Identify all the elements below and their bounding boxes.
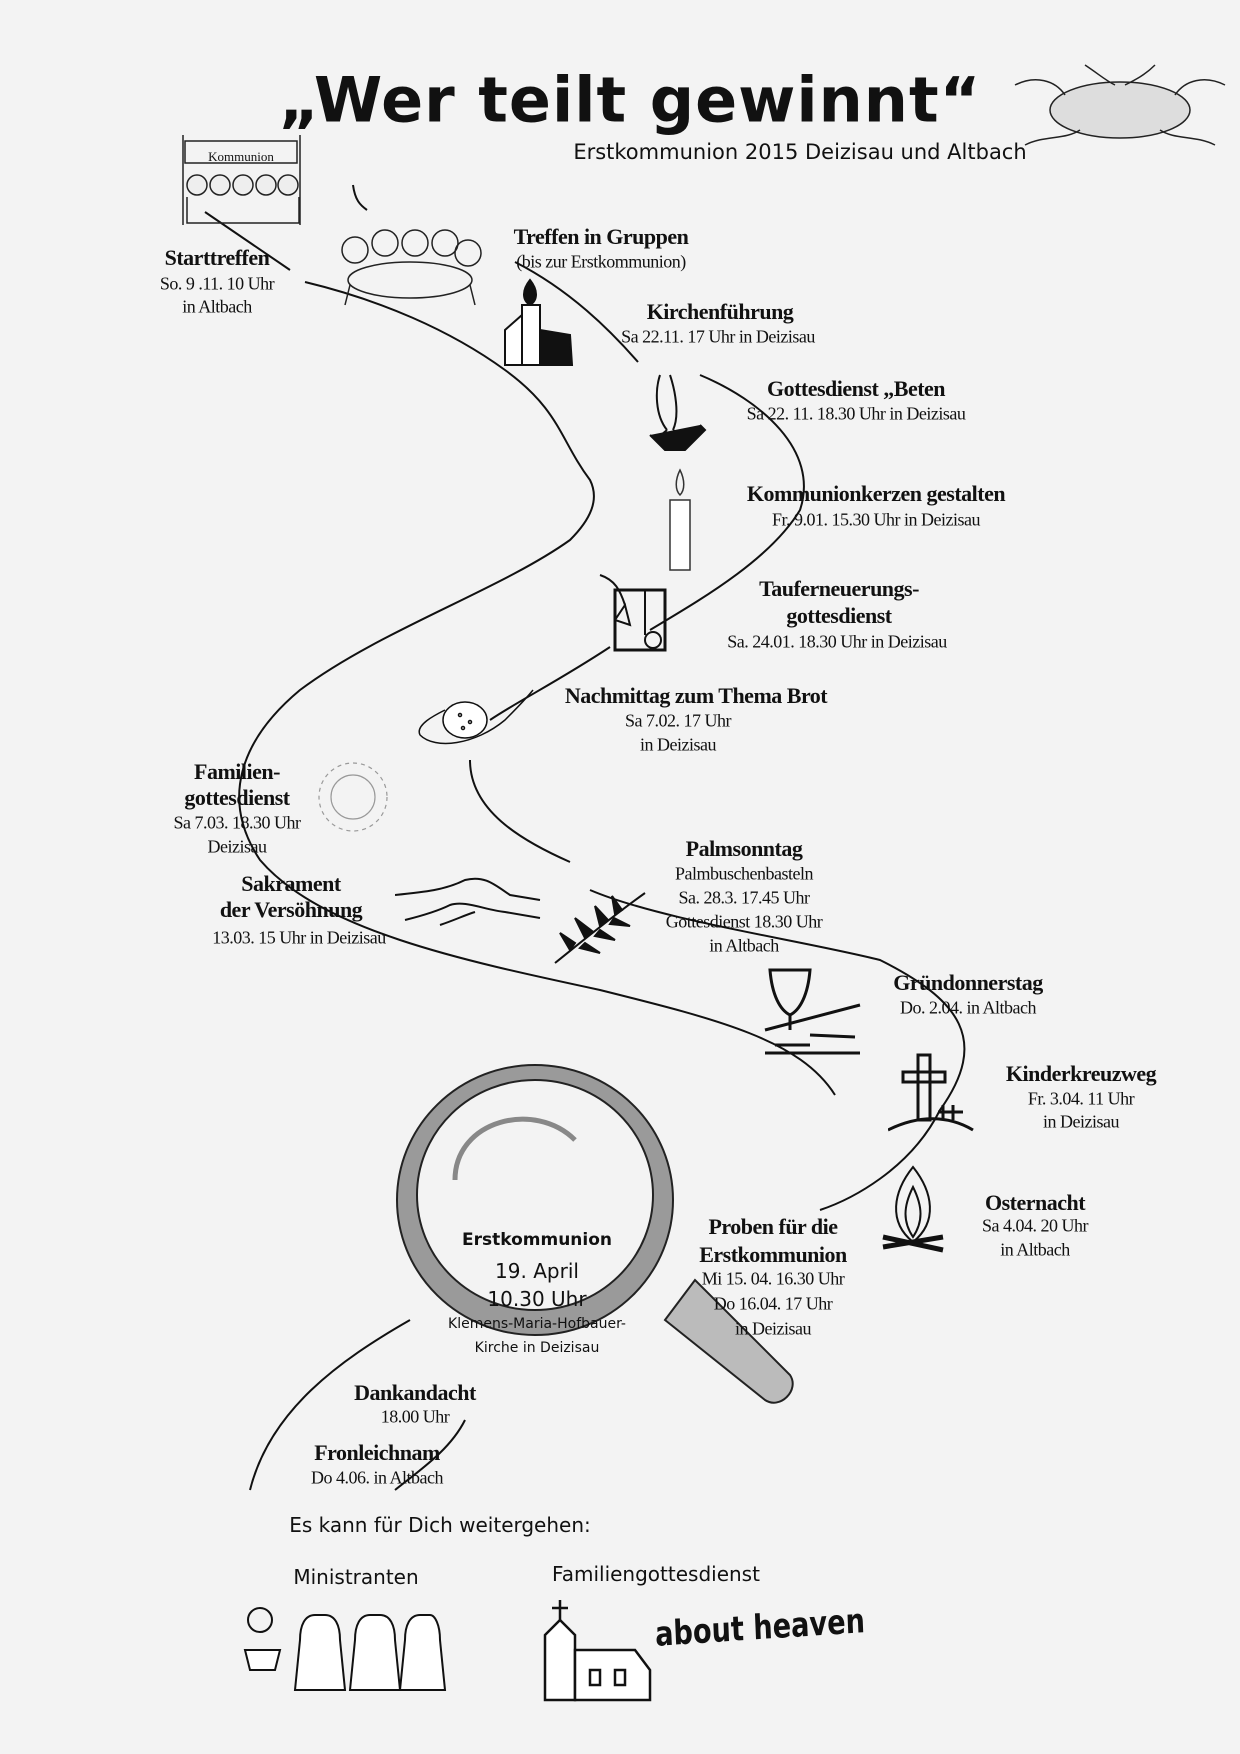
erstkommunion-date: 19. April — [495, 1259, 579, 1283]
event-kirchenfuehrung-title: Kirchenführung — [646, 299, 794, 324]
hands-bread-icon — [1014, 64, 1226, 146]
palm-branch-icon — [554, 892, 646, 964]
event-palm-line-1: Palmbuschenbasteln — [675, 863, 813, 884]
event-starttreffen-place: in Altbach — [182, 296, 252, 317]
event-proben-line-3: in Deizisau — [735, 1318, 811, 1339]
event-brot-title: Nachmittag zum Thema Brot — [564, 683, 828, 708]
event-palm-title: Palmsonntag — [685, 836, 803, 861]
road-line-end — [249, 1319, 466, 1491]
banner-label: Kommunion — [208, 149, 274, 164]
event-proben-line-2: Do 16.04. 17 Uhr — [713, 1293, 833, 1314]
event-kerzen-date: Fr. 9.01. 15.30 Uhr in Deizisau — [772, 509, 980, 530]
baptism-icon — [599, 574, 667, 652]
magnifying-glass-icon — [396, 1064, 794, 1404]
event-dankandacht-title: Dankandacht — [354, 1380, 476, 1405]
event-kirchenfuehrung-date: Sa 22.11. 17 Uhr in Deizisau — [621, 326, 815, 347]
globe-children-icon — [318, 762, 388, 832]
event-gruendonnerstag-date: Do. 2.04. in Altbach — [900, 997, 1037, 1018]
event-tauf-title-1: Tauferneuerungs- — [759, 576, 919, 601]
easter-fire-icon — [882, 1165, 944, 1253]
event-proben-title-2: Erstkommunion — [699, 1242, 847, 1267]
event-osternacht-title: Osternacht — [984, 1190, 1086, 1215]
event-sakrament-title-2: der Versöhnung — [219, 897, 363, 922]
event-osternacht-place: in Altbach — [1000, 1239, 1070, 1260]
footer-familiengottesdienst: Familiengottesdienst — [552, 1562, 760, 1586]
small-church-icon — [543, 1600, 652, 1702]
event-sakrament-title-1: Sakrament — [241, 871, 341, 896]
praying-hands-icon — [649, 374, 707, 451]
event-proben-title-1: Proben für die — [708, 1214, 838, 1239]
cross-hill-icon — [888, 1053, 974, 1132]
church-icon — [504, 278, 574, 366]
event-fronleichnam-title: Fronleichnam — [314, 1440, 440, 1465]
event-palm-line-4: in Altbach — [709, 935, 779, 956]
altar-servers-icon — [243, 1607, 447, 1691]
event-kreuzweg-place: in Deizisau — [1043, 1111, 1119, 1132]
event-familien-place: Deizisau — [207, 836, 267, 857]
event-kreuzweg-date: Fr. 3.04. 11 Uhr — [1027, 1088, 1135, 1109]
event-gruppen-note: (bis zur Erstkommunion) — [516, 251, 686, 272]
chalice-icon — [764, 968, 861, 1055]
event-palm-line-3: Gottesdienst 18.30 Uhr — [665, 911, 823, 932]
erstkommunion-title: Erstkommunion — [461, 1230, 613, 1250]
page-title: „Wer teilt gewinnt“ — [278, 63, 982, 137]
event-fronleichnam-date: Do 4.06. in Altbach — [311, 1467, 444, 1488]
event-familien-title-1: Familien- — [194, 759, 280, 784]
event-familien-date: Sa 7.03. 18.30 Uhr — [173, 812, 302, 833]
event-brot-place: in Deizisau — [640, 734, 716, 755]
event-tauf-title-2: gottesdienst — [786, 603, 892, 628]
event-starttreffen-title: Starttreffen — [164, 245, 270, 270]
road-line-left — [204, 211, 836, 1096]
erstkommunion-church-2: Kirche in Deizisau — [474, 1340, 600, 1356]
event-beten-date: Sa 22. 11. 18.30 Uhr in Deizisau — [746, 403, 966, 424]
event-kreuzweg-title: Kinderkreuzweg — [1005, 1061, 1157, 1086]
group-table-icon — [341, 229, 482, 306]
event-osternacht-date: Sa 4.04. 20 Uhr — [982, 1215, 1089, 1236]
handshake-icon — [395, 877, 541, 926]
footer-ministranten: Ministranten — [293, 1565, 419, 1589]
event-beten-title: Gottesdienst „Beten — [766, 376, 946, 401]
event-starttreffen-date: So. 9 .11. 10 Uhr — [159, 273, 275, 294]
event-brot-date: Sa 7.02. 17 Uhr — [625, 710, 732, 731]
road-line-right — [352, 184, 966, 1211]
event-familien-title-2: gottesdienst — [184, 785, 290, 810]
event-gruppen-title: Treffen in Gruppen — [513, 224, 689, 249]
event-tauf-date: Sa. 24.01. 18.30 Uhr in Deizisau — [727, 631, 947, 652]
event-gruendonnerstag-title: Gründonnerstag — [893, 970, 1043, 995]
kommunion-banner-icon — [182, 135, 301, 225]
event-kerzen-title: Kommunionkerzen gestalten — [746, 481, 1006, 506]
event-proben-line-1: Mi 15. 04. 16.30 Uhr — [701, 1268, 845, 1289]
event-sakrament-date: 13.03. 15 Uhr in Deizisau — [212, 927, 386, 948]
erstkommunion-church-1: Klemens-Maria-Hofbauer- — [448, 1316, 626, 1332]
candle-icon — [669, 468, 691, 571]
footer-heading: Es kann für Dich weitergehen: — [289, 1513, 591, 1537]
erstkommunion-time: 10.30 Uhr — [487, 1287, 587, 1311]
event-palm-line-2: Sa. 28.3. 17.45 Uhr — [678, 887, 811, 908]
event-dankandacht-time: 18.00 Uhr — [380, 1406, 450, 1427]
hand-bread-icon — [418, 689, 534, 745]
page-subtitle: Erstkommunion 2015 Deizisau und Altbach — [573, 140, 1027, 164]
